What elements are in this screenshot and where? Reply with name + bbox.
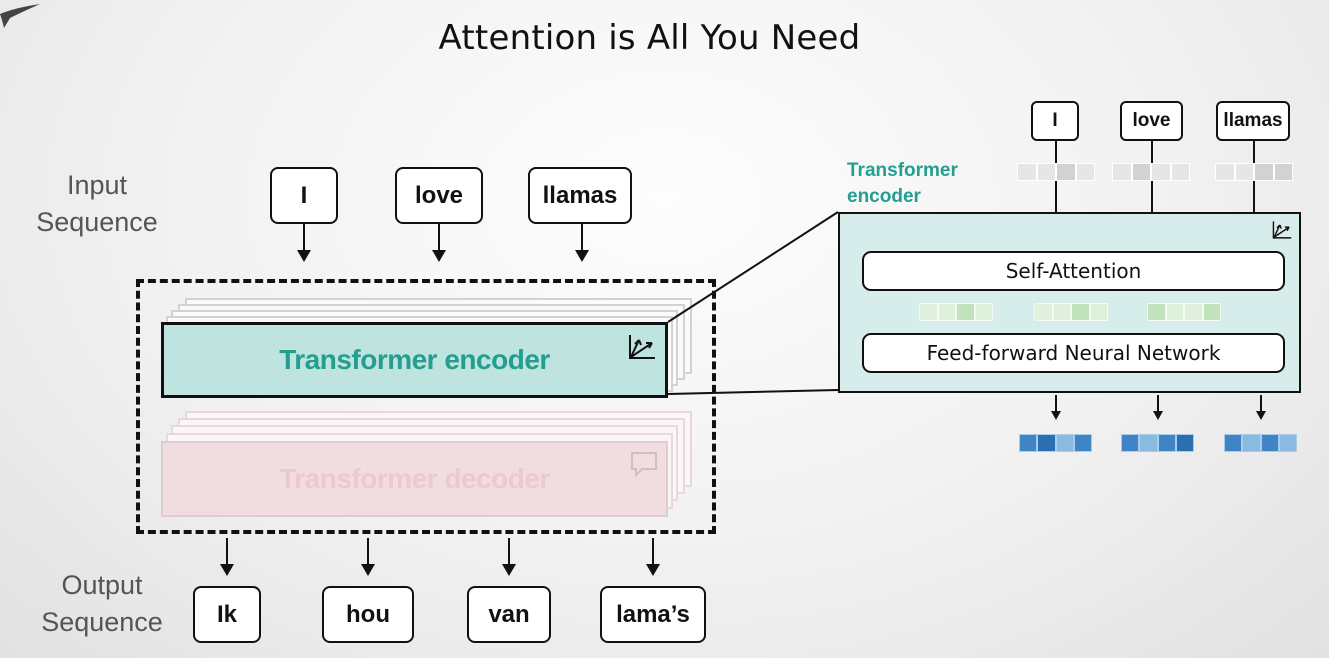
detail-output-arrow-head	[1256, 411, 1266, 420]
detail-encoder-label: Transformer encoder	[847, 158, 958, 210]
input-token: llamas	[528, 167, 632, 224]
detail-output-arrow-shaft	[1157, 395, 1159, 412]
output-sequence-label: Output Sequence	[22, 567, 182, 641]
detail-label-line1: Transformer	[847, 160, 958, 181]
input-arrow-head	[297, 250, 311, 262]
output-arrow-shaft	[508, 538, 510, 564]
output-arrow-head	[502, 564, 516, 576]
output-arrow-shaft	[652, 538, 654, 564]
output-token: lama’s	[600, 586, 706, 643]
corner-logo-icon	[0, 4, 40, 28]
detail-input-token: llamas	[1216, 101, 1290, 141]
output-label-line1: Output	[61, 570, 143, 600]
input-arrow-shaft	[303, 224, 305, 250]
attention-vector	[1034, 303, 1108, 321]
input-label-line1: Input	[66, 170, 128, 200]
detail-input-token: love	[1120, 101, 1183, 141]
input-token: I	[270, 167, 338, 224]
output-arrow-head	[361, 564, 375, 576]
speech-bubble-icon	[631, 452, 657, 477]
detail-output-arrow-shaft	[1055, 395, 1057, 412]
detail-output-arrow-shaft	[1260, 395, 1262, 412]
output-embedding-vector	[1224, 434, 1297, 452]
detail-input-token: I	[1031, 101, 1079, 141]
decoder-label: Transformer decoder	[279, 463, 550, 494]
page-title: Attention is All You Need	[438, 18, 861, 58]
output-label-line2: Sequence	[41, 607, 163, 637]
self-attention-layer: Self-Attention	[862, 251, 1285, 291]
transformer-encoder-block: Transformer encoder	[161, 322, 668, 398]
attention-vector	[919, 303, 993, 321]
output-arrow-shaft	[367, 538, 369, 564]
vector-arrows-icon	[1272, 221, 1292, 239]
transformer-decoder-block: Transformer decoder	[161, 441, 668, 517]
output-token: Ik	[193, 586, 261, 643]
input-arrow-shaft	[581, 224, 583, 250]
vector-arrows-icon	[629, 335, 655, 359]
encoder-label: Transformer encoder	[279, 344, 550, 375]
input-label-line2: Sequence	[36, 207, 158, 237]
embedding-vector	[1017, 163, 1095, 181]
detail-label-line2: encoder	[847, 186, 921, 207]
output-embedding-vector	[1019, 434, 1092, 452]
output-token: van	[467, 586, 551, 643]
output-token: hou	[322, 586, 414, 643]
input-arrow-head	[432, 250, 446, 262]
input-arrow-head	[575, 250, 589, 262]
detail-output-arrow-head	[1051, 411, 1061, 420]
embedding-vector	[1112, 163, 1190, 181]
detail-output-arrow-head	[1153, 411, 1163, 420]
input-token: love	[395, 167, 483, 224]
attention-vector	[1147, 303, 1221, 321]
output-arrow-head	[220, 564, 234, 576]
input-sequence-label: Input Sequence	[18, 167, 176, 241]
output-embedding-vector	[1121, 434, 1194, 452]
embedding-vector	[1215, 163, 1293, 181]
output-arrow-shaft	[226, 538, 228, 564]
feed-forward-layer: Feed-forward Neural Network	[862, 333, 1285, 373]
input-arrow-shaft	[438, 224, 440, 250]
encoder-decoder-dashed-frame	[136, 279, 716, 534]
output-arrow-head	[646, 564, 660, 576]
